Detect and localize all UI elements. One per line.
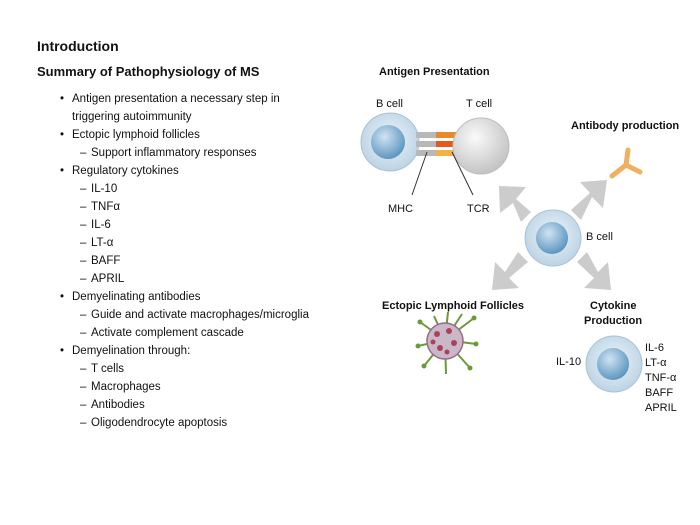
b-cell-cytokine-graphic (585, 335, 643, 393)
sub-bullet-text: Guide and activate macrophages/microglia (91, 309, 309, 321)
sub-bullet-text: IL-10 (91, 183, 118, 195)
sub-bullet-item: –IL-6 (80, 219, 111, 231)
sub-bullet-text: Oligodendrocyte apoptosis (91, 417, 228, 429)
lymphoid-follicle-graphic (415, 311, 479, 375)
arrow-to-antibody-production (571, 180, 607, 220)
bullet-list: •Antigen presentation a necessary step i… (60, 90, 350, 432)
sub-bullet-text: Activate complement cascade (91, 327, 244, 339)
b-cell-center-label: B cell (586, 231, 613, 243)
sub-bullet-item: –Support inflammatory responses (80, 147, 257, 159)
arrow-to-cytokine-production (577, 252, 611, 290)
sub-bullet-item: –APRIL (80, 273, 125, 285)
cytokine-list-item: LT-α (645, 357, 667, 369)
sub-bullet-text: IL-6 (91, 219, 111, 231)
bullet-text: Demyelinating antibodies (72, 291, 201, 303)
sub-bullet-item: –TNFα (80, 201, 121, 213)
cytokine-label-line2: Production (584, 315, 643, 327)
sub-bullet-item: –Activate complement cascade (80, 327, 244, 339)
antibody-production-label: Antibody production (571, 120, 680, 132)
sub-bullet-item: –T cells (80, 363, 125, 375)
sub-bullet-text: Support inflammatory responses (91, 147, 257, 159)
mhc-label: MHC (388, 203, 414, 215)
sub-bullet-text: LT-α (91, 237, 114, 249)
arrows (492, 180, 611, 290)
cytokine-list-item: BAFF (645, 387, 674, 399)
arrow-to-antigen-presentation (499, 186, 531, 222)
b-cell-top-graphic (360, 112, 420, 172)
bullet-item: •Demyelination through: (60, 345, 191, 357)
slide-subtitle: Summary of Pathophysiology of MS (37, 64, 260, 79)
sub-bullet-text: T cells (91, 363, 125, 375)
sub-bullet-item: –Antibodies (80, 399, 145, 411)
sub-bullet-text: Macrophages (91, 381, 161, 393)
b-cell-top-label: B cell (376, 98, 403, 110)
mhc-pointer (411, 151, 428, 196)
sub-bullet-text: APRIL (91, 273, 125, 285)
sub-bullet-text: TNFα (91, 201, 121, 213)
bullet-item: •Regulatory cytokines (60, 165, 179, 177)
cytokine-list-item: IL-6 (645, 342, 664, 354)
il10-label: IL-10 (556, 356, 582, 368)
bullet-item: •Ectopic lymphoid follicles (60, 129, 200, 141)
t-cell-label: T cell (466, 98, 493, 110)
sub-bullet-item: –LT-α (80, 237, 114, 249)
antigen-presentation-label: Antigen Presentation (379, 66, 490, 78)
tcr-label: TCR (467, 203, 490, 215)
b-cell-center-graphic (524, 209, 582, 267)
tcr-pointer (451, 151, 474, 196)
sub-bullet-item: –Guide and activate macrophages/microgli… (80, 309, 309, 321)
t-cell-graphic (452, 117, 510, 175)
arrow-to-ectopic-follicles (492, 252, 528, 290)
bullet-text-continued: triggering autoimmunity (72, 111, 192, 123)
antibody-icon (609, 147, 643, 179)
bullet-text: Regulatory cytokines (72, 165, 179, 177)
sub-bullet-text: Antibodies (91, 399, 145, 411)
bullet-item: •Antigen presentation a necessary step i… (60, 93, 280, 123)
slide-title: Introduction (37, 38, 119, 54)
ectopic-follicles-label: Ectopic Lymphoid Follicles (382, 300, 525, 312)
cytokine-label-line1: Cytokine (590, 300, 637, 312)
bullet-text: Ectopic lymphoid follicles (72, 129, 200, 141)
cytokine-list-item: TNF-α (645, 372, 677, 384)
sub-bullet-item: –IL-10 (80, 183, 118, 195)
bullet-item: •Demyelinating antibodies (60, 291, 201, 303)
sub-bullet-item: –Oligodendrocyte apoptosis (80, 417, 228, 429)
cytokine-list-item: APRIL (645, 402, 677, 414)
sub-bullet-text: BAFF (91, 255, 121, 267)
sub-bullet-item: –Macrophages (80, 381, 161, 393)
bullet-text: Antigen presentation a necessary step in (72, 93, 280, 105)
sub-bullet-item: –BAFF (80, 255, 121, 267)
bullet-text: Demyelination through: (72, 345, 191, 357)
